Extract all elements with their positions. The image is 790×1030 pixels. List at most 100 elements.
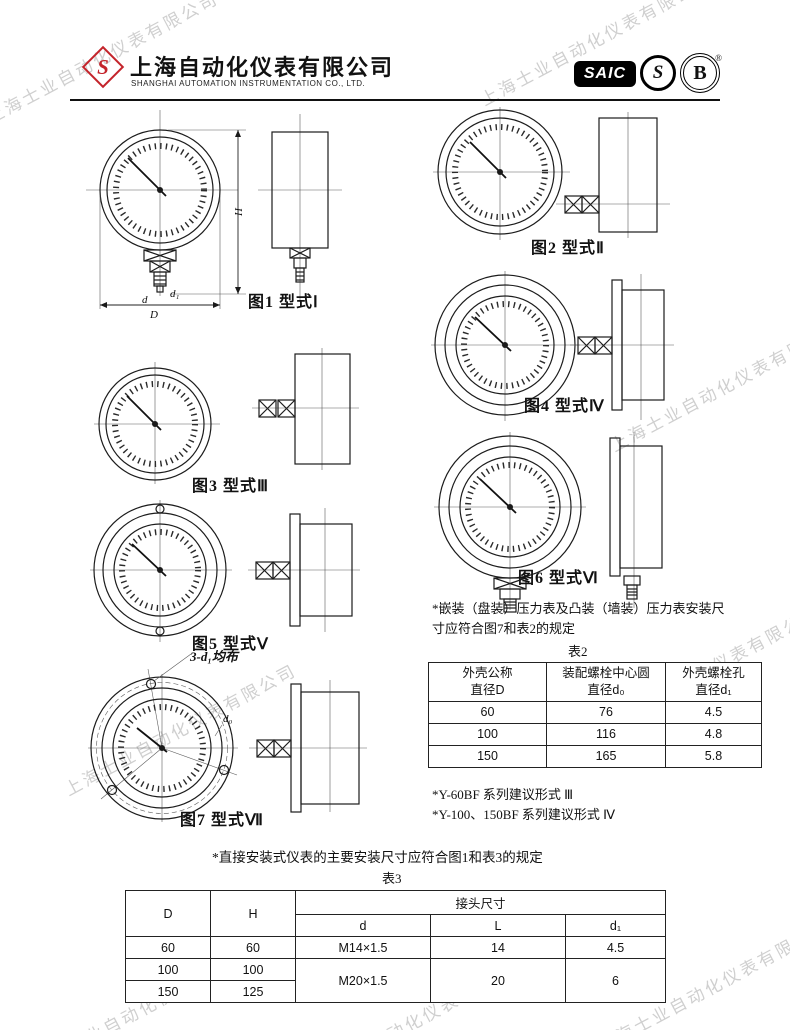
back-connection — [258, 399, 296, 418]
bottom-connection — [143, 249, 177, 293]
gauge-side-view — [258, 114, 342, 302]
saic-badge: SAIC — [574, 61, 636, 87]
cell: 100 — [428, 722, 547, 746]
cell: M14×1.5 — [295, 936, 431, 959]
figure-2-caption: 图2 型式Ⅱ — [531, 240, 605, 257]
bottom-connection — [493, 577, 527, 613]
table3-col-D: D — [125, 890, 211, 937]
cell: 60 — [428, 700, 547, 724]
figure-4-caption: 图4 型式Ⅳ — [524, 398, 605, 415]
cell: 5.8 — [665, 744, 762, 768]
dim-label-d: d — [142, 294, 148, 306]
cell: 4.5 — [665, 700, 762, 724]
table-3: D H 接头尺寸 d L d₁ 60 60 M14×1.5 14 4.5 — [125, 890, 667, 1003]
y100-series-note: *Y-100、150BF 系列建议形式 Ⅳ — [432, 807, 616, 822]
cell: 116 — [546, 722, 666, 746]
dim-label-H: H — [233, 207, 245, 217]
back-connection — [256, 739, 292, 758]
table-3-grid: D H 接头尺寸 d L d₁ 60 60 M14×1.5 14 4.5 — [125, 890, 667, 1003]
cell: 165 — [546, 744, 666, 768]
company-name-cn: 上海自动化仪表有限公司 — [130, 55, 395, 80]
table-row: 60 60 M14×1.5 14 4.5 — [125, 936, 667, 959]
cell: 60 — [125, 936, 211, 959]
gauge-front-view — [431, 271, 580, 421]
table-row: 100 100 M20×1.5 20 6 — [125, 958, 667, 1003]
figure-1-caption: 图1 型式Ⅰ — [248, 294, 319, 311]
dim-label-d1: d₁ — [170, 288, 180, 300]
table2-col-bolt-hole: 外壳螺栓孔直径d₁ — [665, 662, 762, 702]
table3-joint-header: 接头尺寸 — [294, 890, 667, 915]
cell: 60 — [210, 936, 296, 959]
panel-mount-note-line1: *嵌装（盘装）压力表及凸装（墙装）压力表安装尺 — [432, 601, 725, 616]
figure-3-caption: 图3 型式Ⅲ — [192, 478, 270, 495]
gauge-side-view — [248, 508, 360, 632]
y60-series-note: *Y-60BF 系列建议形式 Ⅲ — [432, 787, 574, 802]
gauge-side-view — [570, 274, 674, 420]
table-row: 60 76 4.5 — [428, 700, 762, 724]
cell: 100 — [125, 958, 211, 981]
gauge-front-view — [90, 500, 232, 642]
gauge-side-view — [249, 680, 367, 813]
table-2-title: 表2 — [568, 644, 588, 659]
gauge-front-view: d₀ — [88, 653, 238, 822]
gauge-front-view: H d d₁ D — [86, 110, 246, 320]
table-2-grid: 外壳公称直径D 装配螺栓中心圆直径d₀ 外壳螺栓孔直径d₁ 60 76 4.5 — [428, 662, 762, 768]
table3-sub-L: L — [430, 914, 566, 937]
figure-5-caption: 图5 型式Ⅴ — [192, 636, 269, 653]
figure-4-drawing — [431, 271, 674, 421]
figure-7-caption: 图7 型式Ⅶ — [180, 812, 264, 829]
gauge-front-view — [433, 107, 570, 240]
table3-sub-d: d — [295, 914, 431, 937]
table2-col-shell-diameter: 外壳公称直径D — [428, 662, 547, 702]
gauge-side-view — [609, 432, 663, 608]
company-name-en: SHANGHAI AUTOMATION INSTRUMENTATION CO.,… — [131, 79, 366, 88]
table-2: 外壳公称直径D 装配螺栓中心圆直径d₀ 外壳螺栓孔直径d₁ 60 76 4.5 — [428, 662, 762, 768]
cell: 4.8 — [665, 722, 762, 746]
figure-3-drawing — [94, 348, 359, 484]
brand-seal-icon: B ® — [680, 53, 722, 93]
company-logo: S — [81, 45, 125, 89]
gauge-side-view — [556, 112, 670, 238]
cell: 6 — [564, 958, 667, 1003]
watermark-text: 上海士业自动化仪表有限公司 — [477, 0, 717, 110]
bolt-circle-label: d₀ — [223, 713, 233, 725]
dim-label-D: D — [149, 309, 158, 320]
cell: 125 — [210, 980, 296, 1003]
gauge-front-view — [434, 432, 586, 613]
figure-6-caption: 图6 型式Ⅵ — [518, 570, 599, 587]
panel-mount-note-line2: 寸应符合图7和表2的规定 — [432, 621, 576, 636]
back-connection — [564, 195, 600, 214]
cell: M20×1.5 — [295, 958, 431, 1003]
registered-mark: ® — [715, 53, 722, 63]
back-connection — [577, 336, 613, 355]
table-3-header-row-2: d L d₁ — [126, 914, 667, 937]
header-divider — [70, 99, 720, 101]
saic-emblem-icon: S — [640, 55, 676, 91]
figure-7-drawing: d₀ — [88, 653, 367, 822]
cell: 14 — [430, 936, 566, 959]
back-connection — [255, 561, 291, 580]
cell: 76 — [546, 700, 666, 724]
figure-5-drawing — [90, 500, 360, 642]
table-3-header-row-1: D H 接头尺寸 — [125, 890, 667, 937]
table2-col-bolt-circle: 装配螺栓中心圆直径d₀ — [546, 662, 666, 702]
table-2-header-row: 外壳公称直径D 装配螺栓中心圆直径d₀ 外壳螺栓孔直径d₁ — [428, 662, 762, 702]
cell: 150 — [428, 744, 547, 768]
table3-sub-d1: d₁ — [564, 914, 667, 937]
gauge-side-view — [252, 348, 359, 470]
figure-6-drawing — [434, 432, 663, 613]
table-row: 150 165 5.8 — [428, 744, 762, 768]
table3-col-H: H — [210, 890, 296, 937]
cell: 100 — [210, 958, 296, 981]
figure-2-drawing — [433, 107, 670, 240]
logo-letter: S — [97, 54, 109, 79]
figure-7-holes-note: 3-d₁均布 — [190, 649, 238, 664]
cell: 4.5 — [564, 936, 667, 959]
table-3-title: 表3 — [382, 871, 402, 886]
cell: 20 — [430, 958, 566, 1003]
table-row: 150 125 — [125, 980, 666, 1003]
seal-letter: B — [693, 61, 707, 84]
gauge-front-view — [94, 362, 220, 484]
direct-mount-note: *直接安装式仪表的主要安装尺寸应符合图1和表3的规定 — [212, 850, 543, 865]
